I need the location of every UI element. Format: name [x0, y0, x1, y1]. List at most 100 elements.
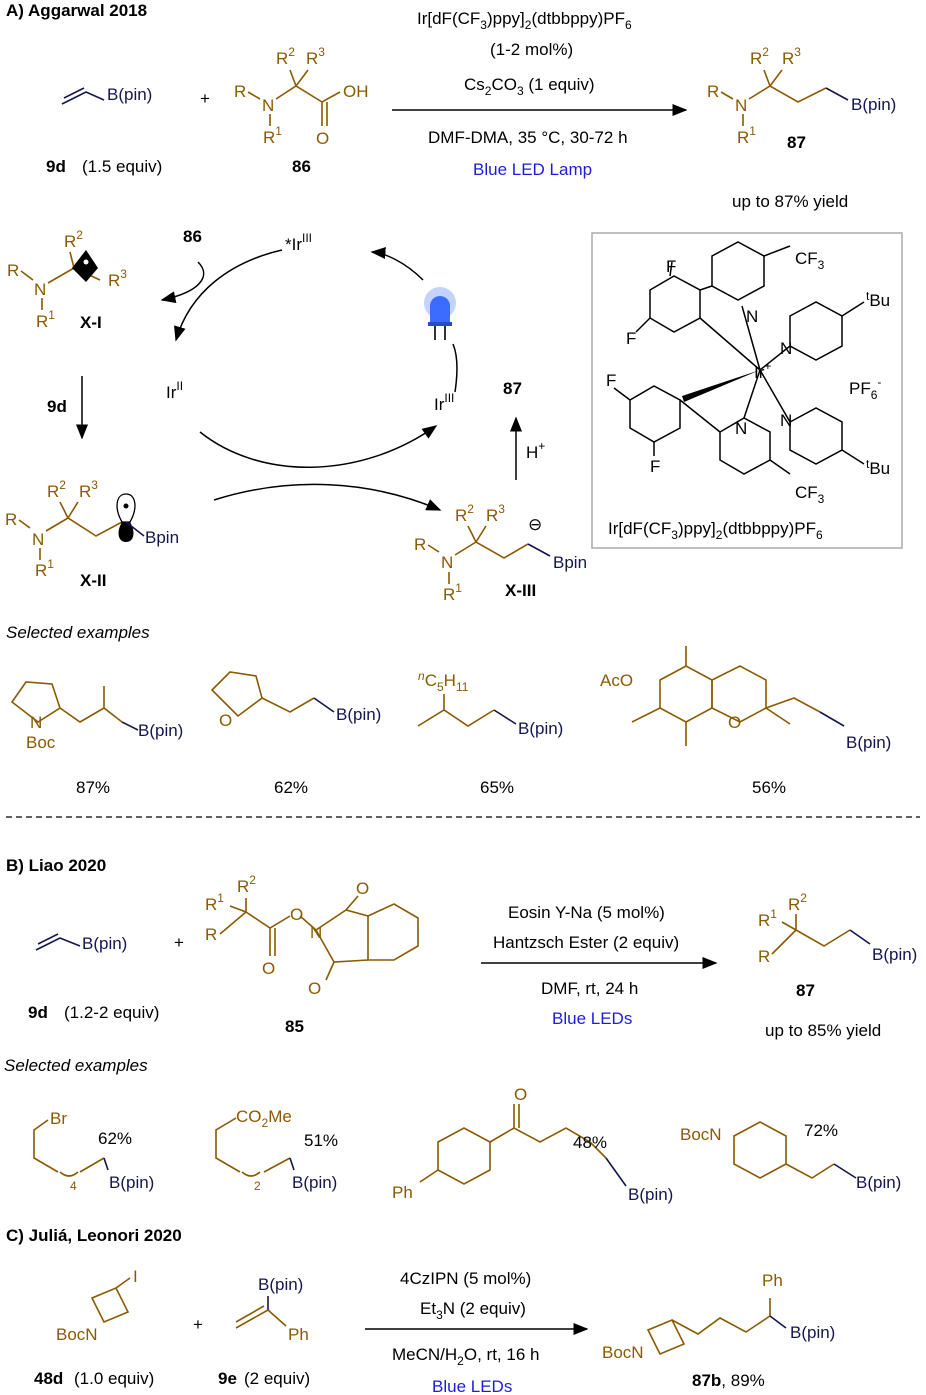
svg-text:R: R	[234, 82, 246, 101]
svg-text:Blue LEDs: Blue LEDs	[432, 1377, 512, 1395]
svg-text:CO2Me: CO2Me	[236, 1107, 292, 1130]
svg-text:B(pin): B(pin)	[846, 733, 891, 752]
svg-text:*IrIII: *IrIII	[285, 231, 312, 254]
svg-text:B(pin): B(pin)	[518, 719, 563, 738]
svg-text:R: R	[7, 261, 19, 280]
svg-text:⊖: ⊖	[528, 515, 542, 534]
svg-text:N: N	[262, 96, 274, 115]
svg-text:O: O	[356, 879, 369, 898]
yield-a: up to 87% yield	[732, 192, 848, 211]
iodoazetidine-48d: I BocN	[56, 1267, 138, 1344]
iridium-catalyst-structure: Ir+ N N N N F F F F CF3 CF3 tBu tBu PF6-…	[606, 241, 890, 542]
svg-text:Eosin Y-Na (5 mol%): Eosin Y-Na (5 mol%)	[508, 903, 665, 922]
conditions-a: Ir[dF(CF3)ppy]2(dtbbppy)PF6 (1-2 mol%) C…	[417, 9, 632, 179]
svg-text:B(pin): B(pin)	[790, 1323, 835, 1342]
svg-text:O: O	[262, 959, 275, 978]
conditions-b: Eosin Y-Na (5 mol%) Hantzsch Ester (2 eq…	[493, 903, 679, 1028]
svg-text:R3: R3	[782, 45, 801, 68]
svg-text:+: +	[174, 933, 184, 952]
product-87b: Ph BocN B(pin)	[602, 1271, 835, 1362]
svg-text:2: 2	[254, 1179, 261, 1193]
reagent-9d-b-label: 9d	[28, 1003, 48, 1022]
svg-text:DMF, rt, 24 h: DMF, rt, 24 h	[541, 979, 638, 998]
svg-text:R3: R3	[306, 45, 325, 68]
svg-text:R1: R1	[36, 308, 55, 331]
svg-text:R: R	[5, 510, 17, 529]
svg-text:9d: 9d	[47, 397, 67, 416]
svg-text:O: O	[514, 1085, 527, 1104]
svg-text:B(pin): B(pin)	[336, 705, 381, 724]
svg-text:nC5H11: nC5H11	[418, 669, 469, 694]
section-b-title: B) Liao 2020	[6, 856, 106, 875]
example-a2-thf: O B(pin) 62%	[210, 671, 381, 797]
svg-text:F: F	[626, 329, 636, 348]
svg-text:CF3: CF3	[795, 249, 825, 272]
section-c-title: C) Juliá, Leonori 2020	[6, 1226, 182, 1245]
reagent-9d-b-equiv: (1.2-2 equiv)	[64, 1003, 159, 1022]
svg-text:B(pin): B(pin)	[82, 934, 127, 953]
svg-text:F: F	[606, 371, 616, 390]
examples-title-b: Selected examples	[4, 1056, 148, 1075]
svg-text:R1: R1	[443, 581, 462, 604]
example-b2-ester: CO2Me 2 B(pin) 51%	[215, 1107, 338, 1193]
svg-text:N: N	[746, 307, 758, 326]
vinyl-boronate-9e: B(pin) Ph	[235, 1275, 309, 1344]
svg-text:62%: 62%	[98, 1129, 132, 1148]
vinyl-boronate-9d: B(pin)	[61, 85, 152, 105]
svg-text:N: N	[32, 530, 44, 549]
svg-text:N: N	[735, 96, 747, 115]
svg-text:R2: R2	[455, 502, 474, 525]
svg-text:R3: R3	[79, 478, 98, 501]
svg-text:N: N	[310, 923, 322, 942]
radical-x-i: R N R1 R2 R3 X-I	[7, 228, 127, 332]
svg-text:O: O	[728, 713, 741, 732]
example-b3-ketone: O Ph B(pin) 48%	[392, 1085, 673, 1204]
acid-86-label: 86	[292, 157, 311, 176]
svg-text:51%: 51%	[304, 1131, 338, 1150]
svg-text:56%: 56%	[752, 778, 786, 797]
reagent-9d-label: 9d	[46, 157, 66, 176]
svg-text:4: 4	[70, 1179, 77, 1193]
svg-text:I: I	[133, 1267, 138, 1286]
svg-text:B(pin): B(pin)	[872, 945, 917, 964]
svg-text:Bpin: Bpin	[145, 528, 179, 547]
product-87-b-label: 87	[796, 981, 815, 1000]
sm-48d-equiv: (1.0 equiv)	[74, 1369, 154, 1388]
svg-text:Blue LEDs: Blue LEDs	[552, 1009, 632, 1028]
svg-text:87%: 87%	[76, 778, 110, 797]
svg-text:Blue LED Lamp: Blue LED Lamp	[473, 160, 592, 179]
svg-text:R2: R2	[750, 45, 769, 68]
svg-text:AcO: AcO	[600, 671, 633, 690]
svg-text:R: R	[707, 82, 719, 101]
svg-text:B(pin): B(pin)	[856, 1173, 901, 1192]
svg-text:X-I: X-I	[80, 313, 102, 332]
conditions-c: 4CzIPN (5 mol%) Et3N (2 equiv) MeCN/H2O,…	[392, 1269, 539, 1395]
svg-text:72%: 72%	[804, 1121, 838, 1140]
svg-text:R: R	[205, 925, 217, 944]
svg-text:Ir[dF(CF3)ppy]2(dtbbppy)PF6: Ir[dF(CF3)ppy]2(dtbbppy)PF6	[608, 519, 823, 542]
example-a1-pyrrolidine: N Boc B(pin) 87%	[10, 681, 183, 797]
catalytic-cycle: 86 *IrIII IrII IrIII 9d 87 H+	[47, 227, 545, 511]
svg-text:Ph: Ph	[392, 1183, 413, 1202]
vinyl-boronate-9d-b: B(pin)	[35, 933, 127, 953]
svg-text:BocN: BocN	[602, 1343, 644, 1362]
product-87: R N R1 R2 R3 B(pin)	[707, 45, 896, 147]
svg-text:Bpin: Bpin	[553, 553, 587, 572]
blue-led-icon	[424, 287, 456, 340]
product-87b-label: 87b, 89%	[692, 1371, 765, 1390]
svg-text:48%: 48%	[573, 1133, 607, 1152]
svg-text:Br: Br	[50, 1109, 67, 1128]
svg-text:R3: R3	[108, 267, 127, 290]
svg-text:62%: 62%	[274, 778, 308, 797]
svg-text:O: O	[219, 711, 232, 730]
svg-text:Ph: Ph	[762, 1271, 783, 1290]
anion-x-iii: R N R1 R2 R3 Bpin ⊖ X-III	[414, 502, 587, 604]
svg-text:R1: R1	[737, 124, 756, 147]
example-a3-alkyl: nC5H11 B(pin) 65%	[417, 669, 563, 797]
svg-text:R2: R2	[788, 891, 807, 914]
svg-text:tBu: tBu	[866, 289, 890, 310]
amino-acid-86: R N R1 R2 R3 OH O	[234, 45, 369, 148]
svg-text:R2: R2	[64, 228, 83, 251]
svg-text:N: N	[34, 280, 46, 299]
